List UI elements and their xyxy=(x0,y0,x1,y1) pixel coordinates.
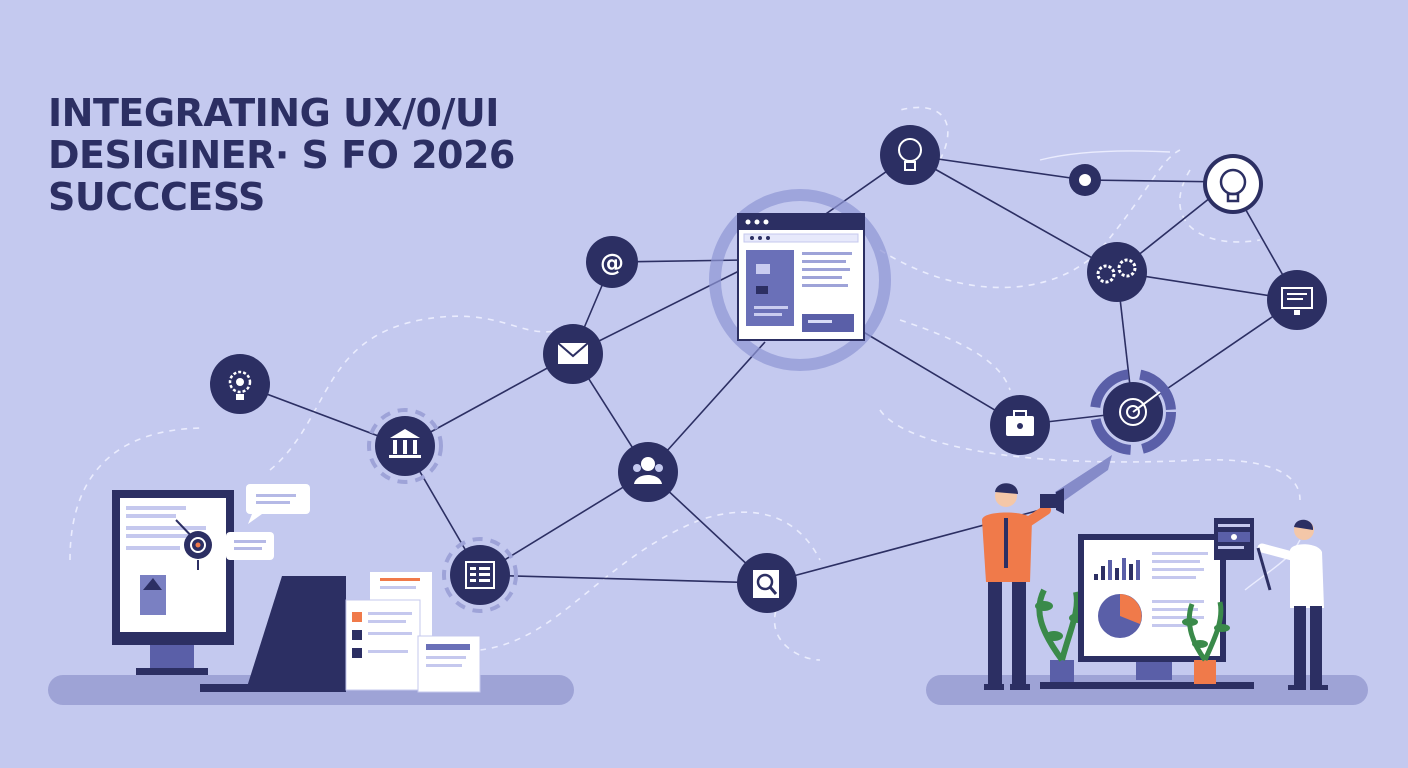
network-nodes: @ xyxy=(210,125,1327,613)
headline-line-1: INTEGRATING UX/0/UI xyxy=(48,91,499,135)
flow-lines xyxy=(69,106,1301,661)
presenter-figure xyxy=(982,483,1064,690)
floating-tablet xyxy=(1214,518,1254,560)
headline-line-2: DESIGINER· S FO 2026 xyxy=(48,133,515,177)
monitor-icon xyxy=(1267,270,1327,330)
briefcase-icon xyxy=(990,395,1050,455)
dot-icon xyxy=(1069,164,1101,196)
right-workspace xyxy=(982,455,1328,690)
analyst-figure xyxy=(1256,519,1328,690)
plant-right xyxy=(1182,601,1230,684)
envelope-icon xyxy=(543,324,603,384)
lightbulb-icon xyxy=(880,125,940,185)
right-ground xyxy=(926,675,1368,705)
headline: INTEGRATING UX/0/UI DESIGINER· S FO 2026… xyxy=(48,92,608,218)
idea-bulb-icon xyxy=(1203,154,1263,214)
magnifier-icon xyxy=(737,553,797,613)
webpage-card xyxy=(709,189,891,371)
at-sign-icon: @ xyxy=(586,236,638,288)
headline-line-3: SUCCCESS xyxy=(48,175,265,219)
plant-left xyxy=(1035,588,1087,686)
left-workspace xyxy=(112,484,481,693)
bank-icon xyxy=(367,408,443,484)
gears-icon xyxy=(1087,242,1147,302)
gear-bulb-icon xyxy=(210,354,270,414)
svg-text:@: @ xyxy=(600,249,624,277)
presentation-monitor xyxy=(1040,534,1254,689)
users-icon xyxy=(618,442,678,502)
target-icon xyxy=(1090,369,1176,455)
document-icon xyxy=(442,537,518,613)
